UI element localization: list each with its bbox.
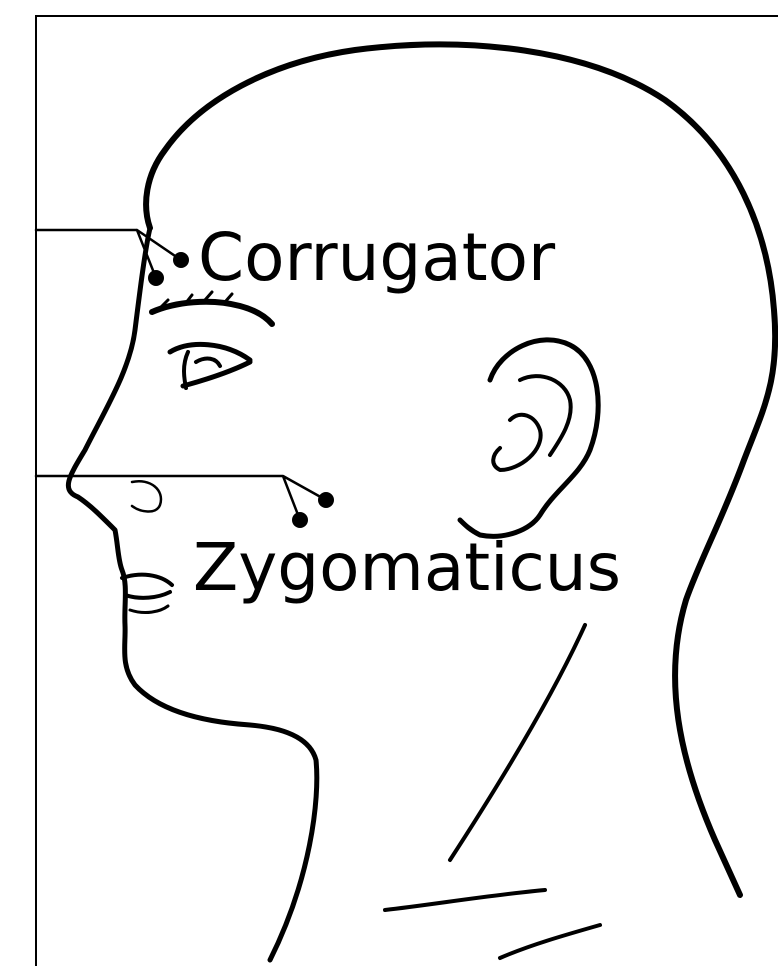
head-outline [146, 44, 775, 895]
collar-line-2 [500, 925, 600, 958]
corrugator-electrode-1 [148, 270, 164, 286]
neck-line [450, 625, 585, 860]
mouth-lower-lip [125, 592, 170, 598]
nose-wing [132, 481, 161, 511]
eye-lower-lid [183, 362, 250, 386]
collar-line-1 [385, 890, 545, 910]
mouth-upper-lip [122, 575, 172, 585]
zygomaticus-electrode-2 [318, 492, 334, 508]
zygomaticus-label: Zygomaticus [193, 529, 621, 606]
corrugator-label: Corrugator [198, 219, 556, 296]
eyebrow [152, 302, 272, 324]
corrugator-electrode-2 [173, 252, 189, 268]
zygomaticus-electrode-1 [292, 512, 308, 528]
ear-outer [460, 340, 598, 536]
mouth-chin-crease [130, 606, 168, 613]
ear-inner [493, 376, 570, 470]
frame [36, 16, 778, 966]
